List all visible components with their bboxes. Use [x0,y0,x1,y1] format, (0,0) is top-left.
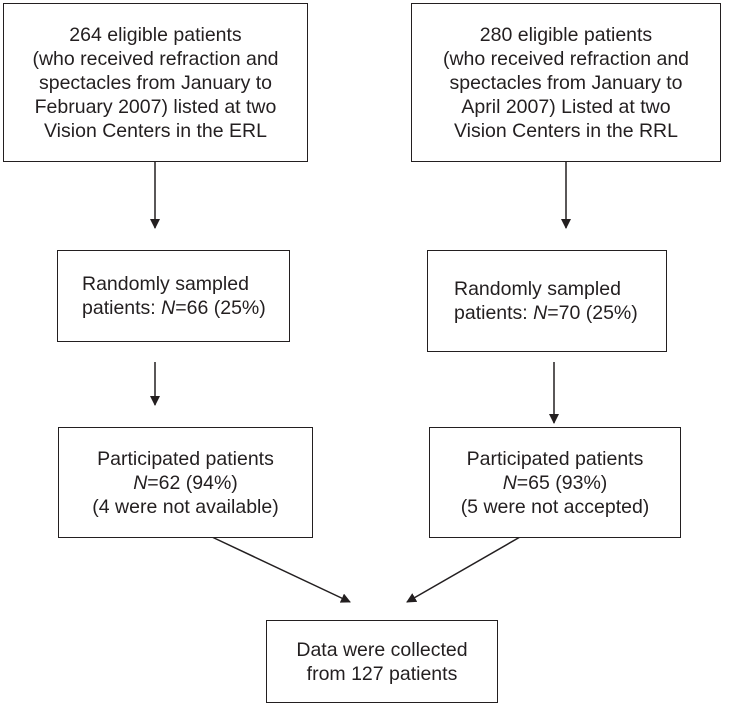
rrl-eligible-line: spectacles from January to [449,71,683,94]
collected-line1: Data were collected [296,638,468,661]
erl-sampled-line1: Randomly sampled [82,273,249,295]
rrl-participated-value: =65 (93%) [516,471,608,494]
rrl-eligible-line: April 2007) Listed at two [461,95,671,118]
erl-participated-line3: (4 were not available) [92,495,279,518]
rrl-sampled-line2: patients: N=70 (25%) [454,301,638,325]
collected-line2: from 127 patients [306,662,458,685]
erl-sampled-prefix: patients: [82,297,162,319]
rrl-sampled-n-symbol: N [533,302,548,324]
erl-eligible-line: 264 eligible patients [69,23,242,46]
arrow-erl-participated-to-collected [211,536,351,603]
rrl-eligible-line: (who received refraction and [442,47,690,70]
rrl-participated-line2: N=65 (93%) [503,471,608,495]
rrl-sampled-prefix: patients: [454,302,534,324]
erl-sampled-line2: patients: N=66 (25%) [82,296,266,320]
erl-eligible-line: February 2007) listed at two [34,95,277,118]
erl-sampled-value: =66 (25%) [175,297,266,319]
rrl-participated-n-symbol: N [502,471,517,494]
erl-eligible-line: spectacles from January to [38,71,273,94]
erl-sampled-box: Randomly sampled patients: N=66 (25%) [57,250,290,342]
erl-participated-n-symbol: N [133,471,148,494]
rrl-sampled-box: Randomly sampled patients: N=70 (25%) [427,250,667,352]
erl-participated-line1: Participated patients [97,447,274,470]
erl-sampled-n-symbol: N [161,297,176,319]
rrl-sampled-value: =70 (25%) [547,302,638,324]
rrl-sampled-line1: Randomly sampled [454,278,621,300]
rrl-eligible-line: Vision Centers in the RRL [453,119,678,142]
data-collected-box: Data were collected from 127 patients [266,620,498,703]
rrl-eligible-line: 280 eligible patients [479,23,653,46]
erl-eligible-line: (who received refraction and [32,47,279,70]
rrl-participated-line3: (5 were not accepted) [460,495,650,518]
erl-participated-box: Participated patients N=62 (94%) (4 were… [58,427,313,538]
arrow-rrl-participated-to-collected [406,536,521,603]
erl-eligible-line: Vision Centers in the ERL [44,119,267,142]
erl-participated-value: =62 (94%) [147,471,238,494]
erl-participated-line2: N=62 (94%) [133,471,238,495]
rrl-participated-box: Participated patients N=65 (93%) (5 were… [429,427,681,538]
erl-eligible-box: 264 eligible patients (who received refr… [3,3,308,162]
rrl-participated-line1: Participated patients [466,447,644,470]
rrl-eligible-box: 280 eligible patients (who received refr… [411,3,721,162]
